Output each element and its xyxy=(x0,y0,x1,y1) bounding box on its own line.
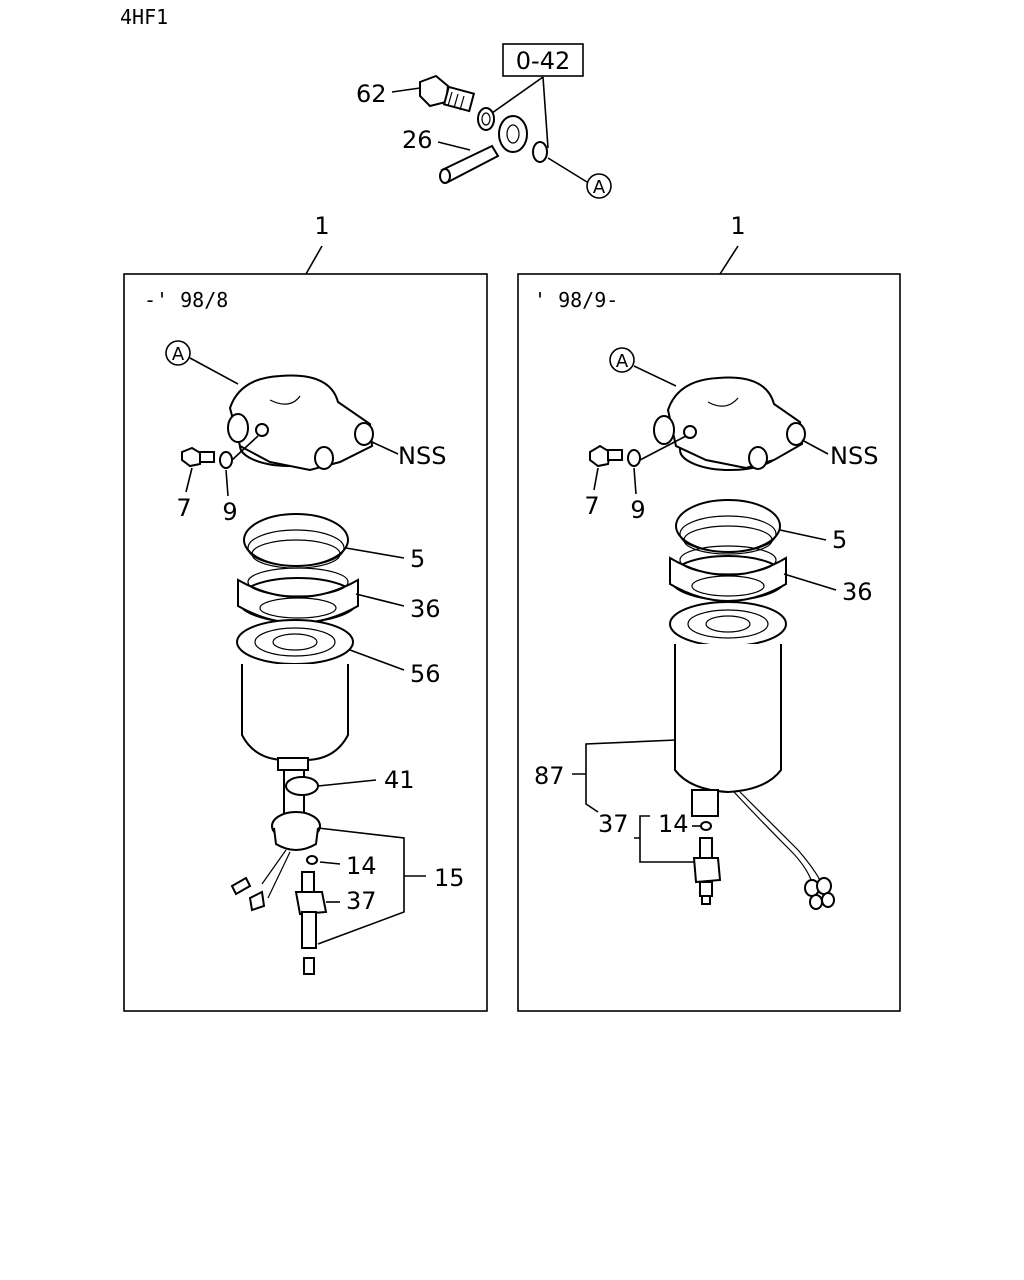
filter-head-drawing xyxy=(653,376,806,471)
assembly-number: 1 xyxy=(314,212,329,240)
ref-a-label: A xyxy=(172,344,185,365)
date-range: -' 98/8 xyxy=(144,288,228,312)
ref-a-circle xyxy=(165,340,191,366)
callout-7: 7 xyxy=(176,494,191,522)
screw-drawing xyxy=(181,446,215,468)
washer-drawing xyxy=(627,449,641,467)
water-sensor-drawing xyxy=(692,837,722,905)
sensor-bracket xyxy=(634,815,694,863)
callout-5: 5 xyxy=(832,526,847,554)
callout-41: 41 xyxy=(384,766,415,794)
callout-nss: NSS xyxy=(398,442,446,470)
eye-pipe-drawing xyxy=(439,115,548,184)
callout-14: 14 xyxy=(658,810,689,838)
callout-9: 9 xyxy=(222,498,237,526)
callout-36: 36 xyxy=(842,578,873,606)
callout-26: 26 xyxy=(402,126,433,154)
callout-7: 7 xyxy=(584,492,599,520)
banjo-bolt-drawing xyxy=(419,74,495,131)
date-range: ' 98/9- xyxy=(534,288,618,312)
group-ref-box xyxy=(502,43,584,77)
page-code: 4HF1 xyxy=(120,5,168,29)
ref-a-label: A xyxy=(616,351,629,372)
retainer-ring-drawing xyxy=(237,567,359,624)
panel-frame xyxy=(123,273,488,1012)
ref-a-label: A xyxy=(593,177,606,198)
water-sensor-drawing xyxy=(294,871,328,975)
oring-drawing xyxy=(283,769,319,817)
screw-drawing xyxy=(589,444,623,468)
callout-37: 37 xyxy=(598,810,629,838)
callout-9: 9 xyxy=(630,496,645,524)
washer-drawing xyxy=(219,451,233,469)
sensor-oring-drawing xyxy=(700,821,712,831)
filter-head-drawing xyxy=(227,374,374,472)
callout-56: 56 xyxy=(410,660,441,688)
callout-37: 37 xyxy=(346,887,377,915)
callout-36: 36 xyxy=(410,595,441,623)
ref-a-circle xyxy=(586,173,612,199)
filter-element-drawing xyxy=(236,619,354,771)
top-assembly: 0-42 62 26 A xyxy=(356,43,612,199)
retainer-ring-drawing xyxy=(669,545,787,602)
panel-right: 1 ' 98/9- A NSS 7 9 xyxy=(517,212,901,1012)
group-ref-label: 0-42 xyxy=(516,47,570,75)
seal-ring-drawing xyxy=(243,513,349,569)
sensor-housing-drawing xyxy=(230,811,321,912)
callout-62: 62 xyxy=(356,80,387,108)
callout-15: 15 xyxy=(434,864,465,892)
sensor-oring-drawing xyxy=(306,855,318,865)
callout-87: 87 xyxy=(534,762,565,790)
callout-nss: NSS xyxy=(830,442,878,470)
group-ref-leaders xyxy=(484,76,549,149)
ref-a-circle xyxy=(609,347,635,373)
callout-14: 14 xyxy=(346,852,377,880)
sensor-kit-bracket xyxy=(317,827,426,945)
assembly-number: 1 xyxy=(730,212,745,240)
panel-left: 1 -' 98/8 A NSS 7 9 xyxy=(123,212,488,1012)
panel-frame xyxy=(517,273,901,1012)
seal-ring-drawing xyxy=(675,499,781,555)
element-bracket xyxy=(572,739,677,813)
filter-element-drawing xyxy=(669,601,835,910)
callout-5: 5 xyxy=(410,545,425,573)
